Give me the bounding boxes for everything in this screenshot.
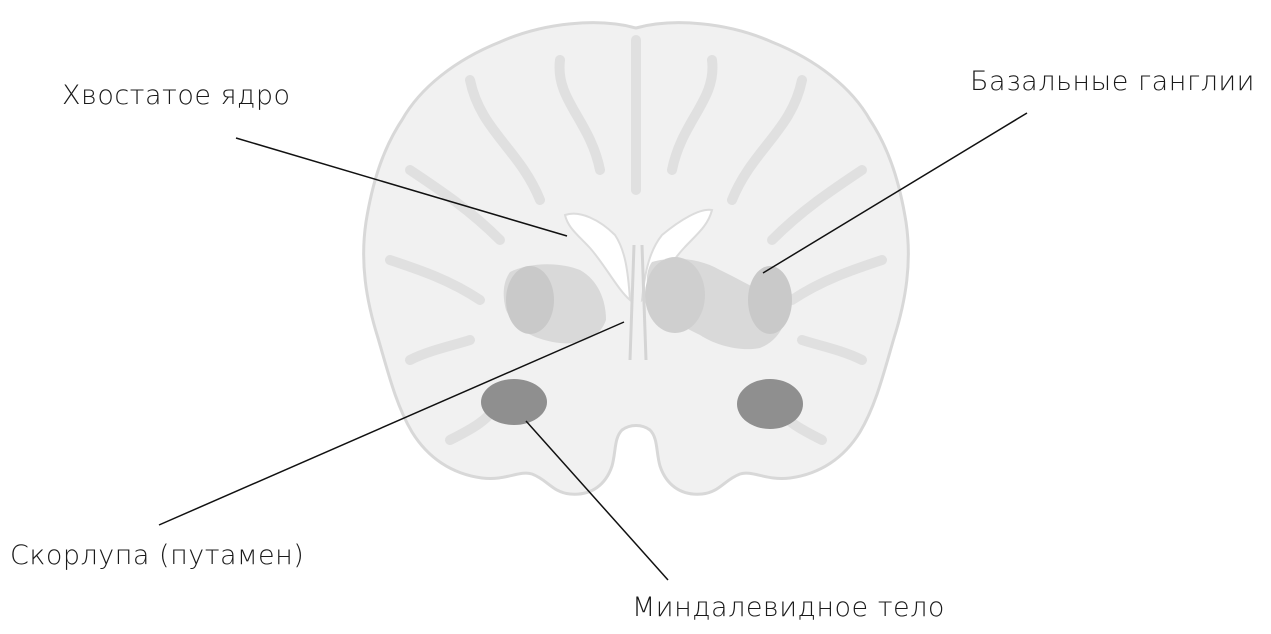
amygdala-label: Миндалевидное тело [632, 592, 945, 623]
amygdala-right [737, 379, 803, 429]
basal-ganglia-label: Базальные ганглии [970, 66, 1255, 97]
putamen-label: Скорлупа (путамен) [10, 540, 304, 571]
amygdala-left [481, 379, 547, 425]
putamen-left [506, 266, 554, 334]
putamen-right [748, 266, 792, 334]
caudate-nucleus-label: Хвостатое ядро [62, 80, 291, 111]
brain-section [364, 23, 909, 494]
thalamus-right [645, 257, 705, 333]
